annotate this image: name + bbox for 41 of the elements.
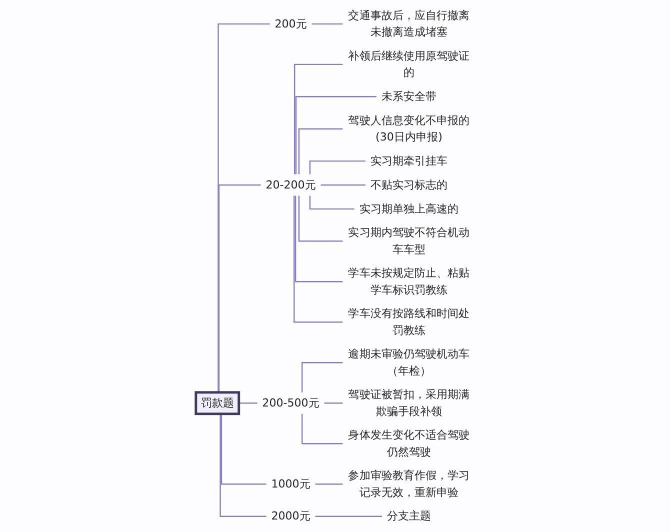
node-text: 驾驶证被暂扣，采用期满欺骗手段补领 xyxy=(348,388,470,418)
connector xyxy=(294,196,343,282)
connector xyxy=(320,184,366,186)
connector xyxy=(220,414,266,485)
connector xyxy=(301,414,343,444)
connector xyxy=(314,516,382,517)
connector xyxy=(218,23,270,392)
node-text: 不贴实习标志的 xyxy=(370,178,448,192)
connector xyxy=(294,64,343,174)
connector xyxy=(309,160,366,174)
connector xyxy=(314,484,343,485)
node-text: 参加审验教育作假，学习记录无效，重新申验 xyxy=(348,469,470,499)
connector xyxy=(309,196,354,210)
node-box: 罚款题 xyxy=(194,391,240,416)
connector xyxy=(301,362,343,392)
node-text: 补领后继续使用原驾驶证的 xyxy=(348,50,470,80)
node-text: 逾期未审验仍驾驶机动车（年检） xyxy=(348,348,470,378)
node-text: 实习期内驾驶不符合机动车车型 xyxy=(348,226,470,256)
node-text: 20-200元 xyxy=(266,178,316,192)
node-text: 200-500元 xyxy=(262,396,320,410)
node-text: 学车没有按路线和时间处罚教练 xyxy=(348,307,470,337)
node-text: 2000元 xyxy=(271,510,310,523)
node-text: 学车未按规定防止、粘贴学车标识罚教练 xyxy=(348,266,470,296)
connector xyxy=(324,402,343,404)
connector xyxy=(298,196,343,242)
node-text: 200元 xyxy=(274,17,307,30)
node-text: 未系安全带 xyxy=(381,90,436,104)
connector xyxy=(238,402,258,404)
node-text: 交通事故后，应自行撤离未撤离造成堵塞 xyxy=(348,9,470,39)
node-text: 身体发生变化不适合驾驶仍然驾驶 xyxy=(348,428,470,458)
connector xyxy=(293,196,343,323)
connector xyxy=(311,23,343,25)
node-text: 分支主题 xyxy=(386,510,431,523)
connector xyxy=(295,96,376,174)
node-text: 驾驶人信息变化不申报的(30日内申报) xyxy=(348,114,470,144)
connector xyxy=(220,414,266,517)
node-text: 实习期单独上高速的 xyxy=(359,202,459,216)
node-text: 实习期牵引挂车 xyxy=(370,154,448,168)
node-text: 1000元 xyxy=(271,478,310,491)
connector xyxy=(218,184,261,392)
connector xyxy=(298,128,343,174)
